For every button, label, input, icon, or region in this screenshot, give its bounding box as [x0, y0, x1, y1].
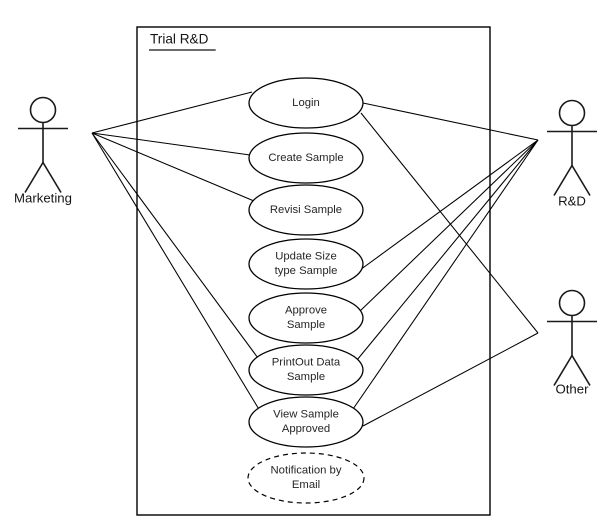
system-boundary-layer: Trial R&D: [136, 26, 491, 516]
use-case-label-notification: Email: [292, 479, 320, 491]
actor-leg-left-marketing: [24, 162, 44, 193]
system-boundary-title: Trial R&D: [150, 32, 209, 47]
actor-leg-left-other: [553, 355, 573, 386]
use-case-approve[interactable]: [248, 292, 364, 344]
actor-leg-right-rnd: [571, 165, 591, 196]
actor-other[interactable]: Other: [547, 289, 597, 397]
use-case-label-update-size: type Sample: [275, 265, 338, 277]
actor-label-rnd: R&D: [558, 193, 586, 208]
use-case-update-size[interactable]: [248, 238, 364, 290]
actor-head-rnd: [558, 99, 586, 127]
actor-label-other: Other: [556, 381, 590, 396]
association-marketing-revisi: [91, 132, 255, 202]
use-case-label-printout: PrintOut Data: [272, 357, 341, 369]
association-marketing-create: [91, 132, 251, 156]
use-case-label-revisi: Revisi Sample: [270, 204, 342, 216]
association-rnd-login: [362, 102, 539, 141]
use-case-label-update-size: Update Size: [275, 251, 337, 263]
use-case-label-notification: Notification by: [271, 465, 342, 477]
association-marketing-view-sample: [91, 132, 264, 417]
actor-leg-right-marketing: [42, 162, 62, 193]
association-other-login: [360, 112, 539, 334]
use-case-login[interactable]: [248, 77, 364, 129]
use-case-create[interactable]: [248, 132, 364, 184]
use-case-label-printout: Sample: [287, 371, 325, 383]
actor-head-other: [558, 289, 586, 317]
association-rnd-view-sample: [350, 139, 539, 413]
actors-layer: Marketing R&D Other: [14, 96, 597, 397]
association-marketing-printout: [91, 132, 259, 359]
association-rnd-update-size: [359, 139, 539, 271]
actor-rnd[interactable]: R&D: [547, 99, 597, 209]
use-case-revisi[interactable]: [248, 184, 364, 236]
association-lines-layer: [91, 91, 539, 427]
actor-head-marketing: [29, 96, 57, 124]
association-rnd-approve: [358, 139, 539, 313]
use-case-label-approve: Sample: [287, 319, 325, 331]
use-case-label-create: Create Sample: [268, 152, 343, 164]
association-marketing-login: [91, 91, 253, 134]
actor-label-marketing: Marketing: [14, 190, 72, 205]
use-case-view-sample[interactable]: [248, 396, 364, 448]
use-case-printout[interactable]: [248, 344, 364, 396]
actor-marketing[interactable]: Marketing: [14, 96, 72, 206]
actor-leg-right-other: [571, 355, 591, 386]
use-case-notification[interactable]: [247, 452, 365, 504]
association-other-view-sample: [362, 332, 539, 427]
system-boundary-box: [136, 26, 491, 516]
use-case-label-login: Login: [292, 97, 320, 109]
use-case-label-view-sample: View Sample: [273, 409, 339, 421]
use-case-label-view-sample: Approved: [282, 423, 330, 435]
actor-leg-left-rnd: [553, 165, 573, 196]
use-case-label-approve: Approve: [285, 305, 327, 317]
association-rnd-printout: [356, 139, 539, 361]
